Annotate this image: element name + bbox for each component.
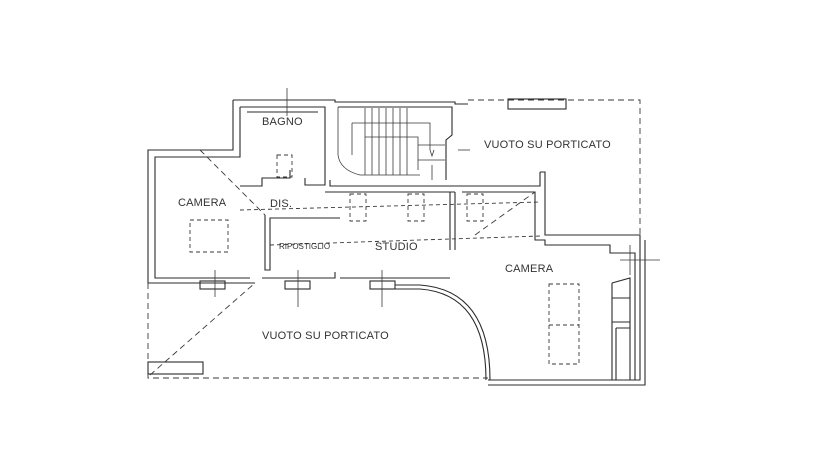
porch-void-outlines	[147, 99, 641, 379]
room-label-camera-right: CAMERA	[505, 263, 554, 275]
exterior-walls	[147, 98, 646, 386]
room-label-vuoto-bottom: VUOTO SU PORTICATO	[262, 330, 389, 342]
room-label-camera-left: CAMERA	[178, 197, 227, 209]
room-label-ripostiglio: RIPOSTIGLIO	[279, 242, 331, 251]
section-markers	[214, 88, 660, 307]
furniture	[189, 154, 580, 365]
room-label-studio: STUDIO	[375, 241, 418, 253]
room-label-bagno: BAGNO	[262, 116, 303, 128]
room-label-vuoto-top: VUOTO SU PORTICATO	[484, 139, 611, 151]
room-label-dis: DIS.	[270, 198, 293, 210]
